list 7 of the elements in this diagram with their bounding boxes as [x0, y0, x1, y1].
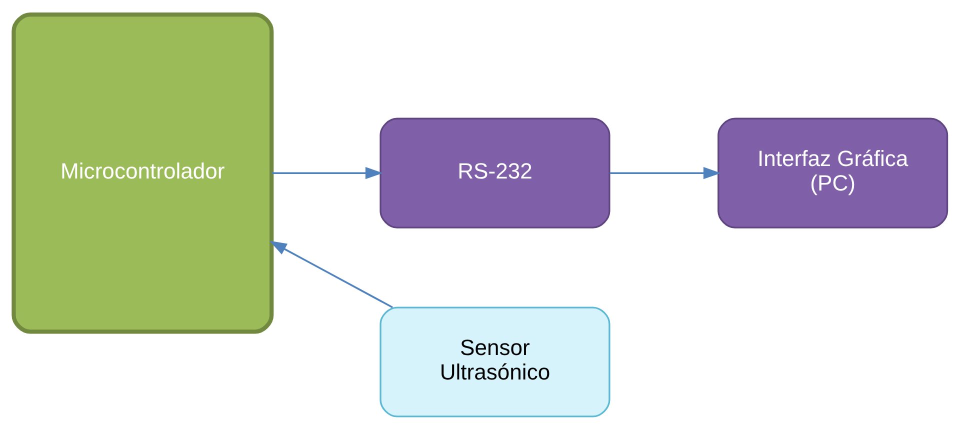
arrow — [269, 240, 393, 308]
arrow — [610, 166, 721, 179]
node-box: Sensor Ultrasónico — [380, 306, 610, 417]
node-box: Microcontrolador — [12, 12, 274, 334]
node-box: RS-232 — [380, 117, 610, 228]
arrow — [272, 166, 383, 179]
node-box: Interfaz Gráfica (PC) — [718, 117, 948, 228]
